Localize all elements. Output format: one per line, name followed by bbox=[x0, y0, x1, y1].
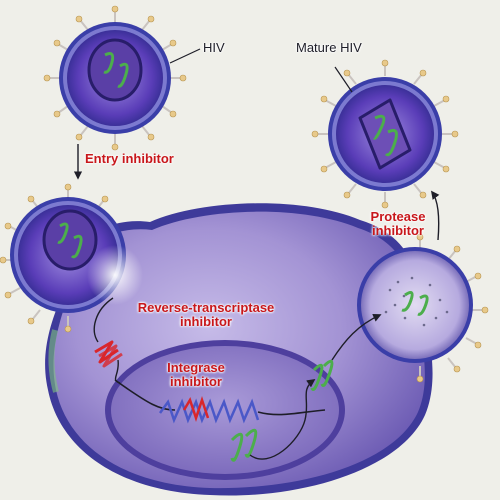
mature-hiv-virion bbox=[311, 59, 459, 209]
host-chromosome bbox=[114, 379, 326, 424]
label-protease-inhibitor: Protease inhibitor bbox=[362, 210, 434, 238]
label-leader-lines bbox=[169, 48, 353, 93]
label-hiv: HIV bbox=[203, 40, 225, 55]
process-arrows bbox=[73, 144, 440, 460]
label-integrase-inhibitor: Integrase inhibitor bbox=[158, 361, 234, 389]
label-protease-line2: inhibitor bbox=[372, 223, 424, 238]
label-reverse-transcriptase-inhibitor: Reverse-transcriptase inhibitor bbox=[116, 301, 296, 329]
free-hiv-virion bbox=[43, 5, 187, 151]
label-integrase-line1: Integrase bbox=[167, 360, 225, 375]
budding-virion bbox=[357, 233, 489, 383]
nucleus bbox=[105, 340, 345, 480]
entering-virion bbox=[0, 183, 143, 333]
label-entry-inhibitor: Entry inhibitor bbox=[85, 151, 174, 166]
viral-dna bbox=[94, 340, 123, 368]
viral-rna-nucleus bbox=[230, 428, 258, 462]
label-mature-hiv: Mature HIV bbox=[296, 40, 362, 55]
label-protease-line1: Protease bbox=[370, 209, 426, 224]
label-integrase-line2: inhibitor bbox=[170, 374, 222, 389]
label-rt-line1: Reverse-transcriptase bbox=[137, 300, 275, 315]
viral-rna-cytoplasm bbox=[310, 359, 334, 391]
label-rt-line2: inhibitor bbox=[180, 314, 232, 329]
